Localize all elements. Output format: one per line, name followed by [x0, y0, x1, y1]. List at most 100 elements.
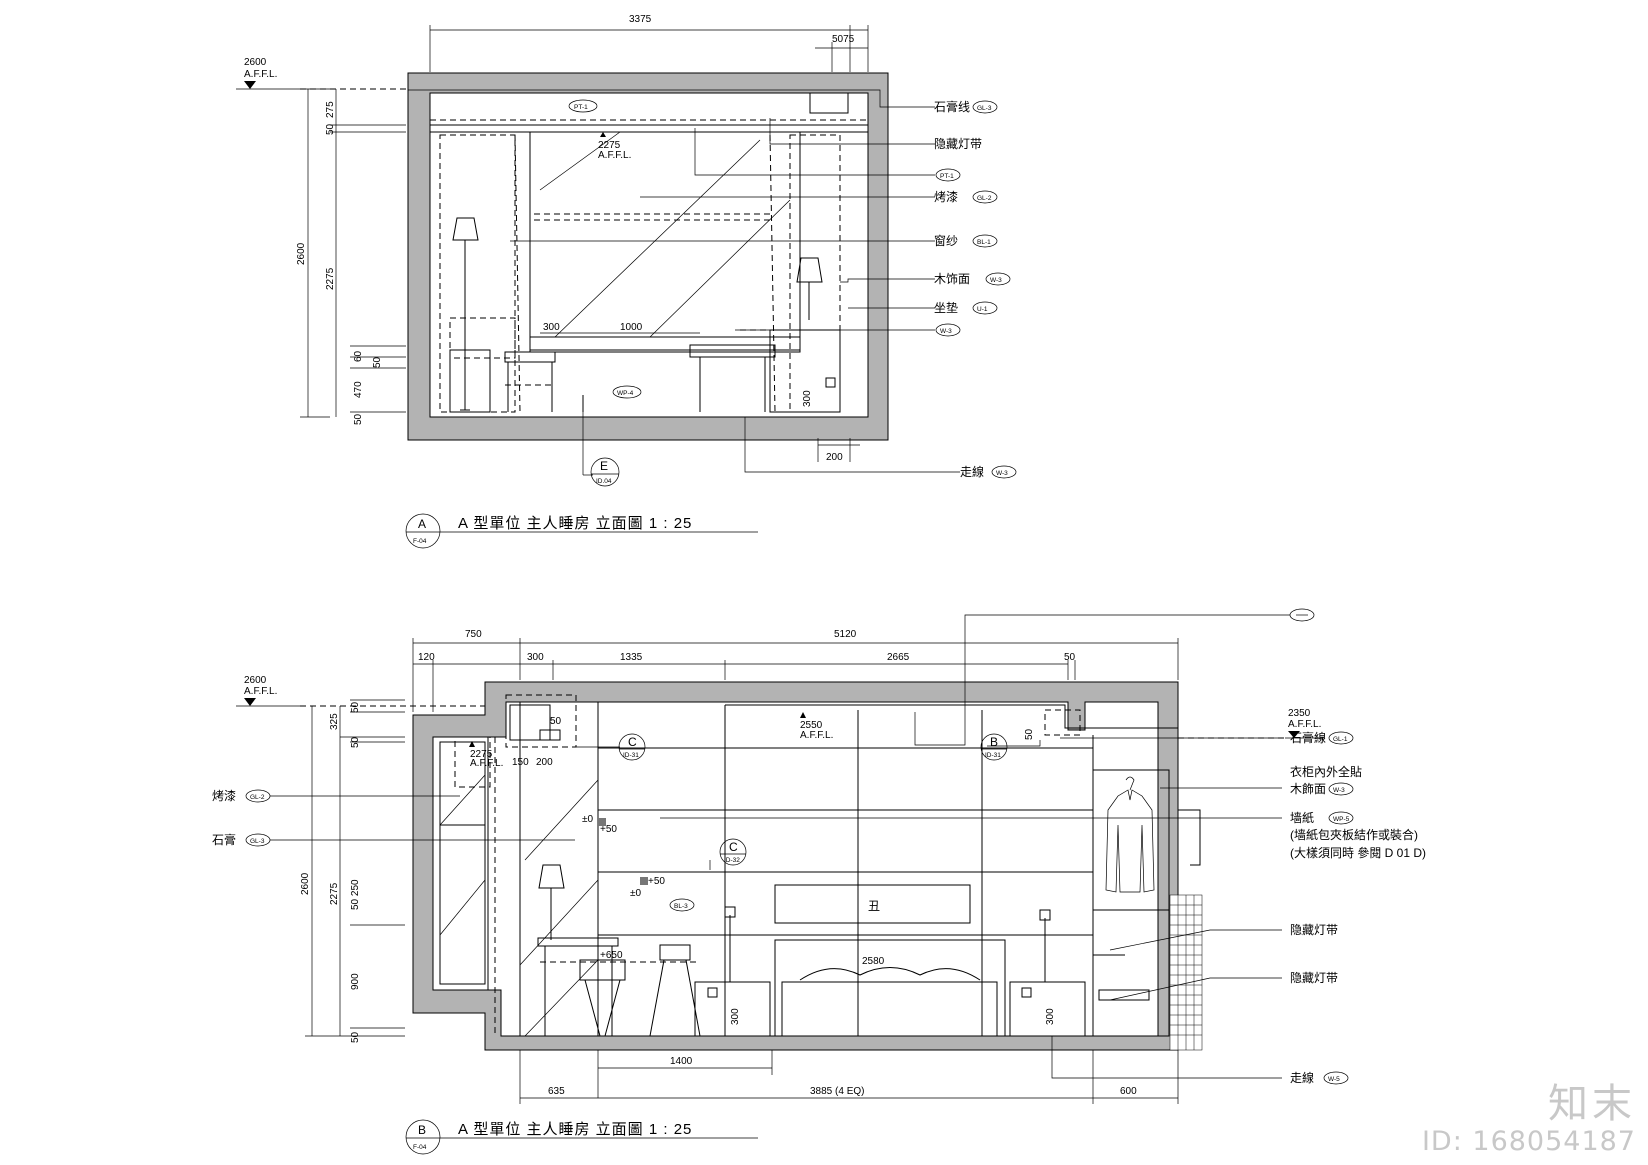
- tile-column: [1169, 894, 1203, 1051]
- callout-wood-veneer: 木饰面 W-3: [934, 272, 1011, 286]
- elevation-b-right-callouts: 石膏線 GL-1 衣柜內外全貼 木飾面 W-3 墙紙 WP-5 (墙紙包夾板結作…: [660, 730, 1426, 1085]
- elevation-b-left-callouts: 烤漆 GL-2 石膏 GL-3: [212, 788, 575, 847]
- svg-text:300: 300: [543, 322, 560, 333]
- wall-panels: [519, 702, 1094, 1037]
- elevation-b: 750 5120 120 300 1335 2665 50 2600 A.F.F…: [212, 608, 1426, 1155]
- svg-text:50: 50: [1024, 728, 1035, 740]
- svg-text:60: 60: [353, 350, 364, 362]
- svg-text:200: 200: [826, 452, 843, 463]
- tag-bl-3: BL-3: [674, 903, 688, 910]
- svg-text:750: 750: [465, 629, 482, 640]
- armchair-left: [449, 317, 556, 413]
- window-level-2275: 2275 A.F.F.L.: [469, 741, 503, 769]
- callout-lacquer: 烤漆 GL-2: [934, 189, 998, 204]
- svg-text:W-3: W-3: [1333, 787, 1345, 794]
- callout-b-wardrobe-finish: 衣柜內外全貼: [1290, 764, 1362, 779]
- ceiling-soffit: [429, 92, 869, 126]
- svg-text:木飾面: 木飾面: [1290, 782, 1326, 796]
- svg-text:石膏线: 石膏线: [934, 99, 970, 114]
- ceiling-level-2550: 2550 A.F.F.L.: [800, 712, 833, 741]
- svg-text:ID-32: ID-32: [724, 857, 740, 864]
- hanging-jacket-icon: [1105, 789, 1155, 893]
- detail-marker-c-id31: C ID-31: [576, 733, 646, 761]
- desk-set: [537, 864, 701, 1037]
- svg-text:GL-2: GL-2: [977, 195, 992, 202]
- svg-text:ID-31: ID-31: [985, 752, 1001, 759]
- svg-text:120: 120: [418, 652, 435, 663]
- nightstand-right: [1009, 909, 1086, 1037]
- svg-text:2350: 2350: [1288, 708, 1311, 719]
- svg-text:2275: 2275: [329, 882, 340, 905]
- headboard-mark: 丑: [868, 899, 880, 913]
- watermark: 知末 ID: 168054187: [1422, 1082, 1636, 1157]
- elevation-a-title: A F-04 A 型單位 主人睡房 立面圖 1 : 25: [405, 513, 758, 549]
- svg-text:GL-3: GL-3: [977, 105, 992, 112]
- callout-sheer-curtain: 窗纱 BL-1: [934, 234, 998, 248]
- detail-marker-c-id32: C ID-32: [709, 838, 747, 870]
- svg-text:GL-1: GL-1: [1333, 736, 1348, 743]
- callout-b-wallpaper: 墙紙 WP-5: [1290, 810, 1354, 825]
- svg-text:A.F.F.L.: A.F.F.L.: [470, 758, 503, 769]
- svg-text:900: 900: [350, 973, 361, 990]
- svg-text:F-04: F-04: [413, 538, 427, 545]
- svg-text:50: 50: [353, 413, 364, 425]
- svg-text:W-3: W-3: [996, 470, 1008, 477]
- svg-text:A.F.F.L.: A.F.F.L.: [598, 150, 631, 161]
- section-marker-e: E ID.04: [582, 412, 620, 487]
- callout-cushion: 坐垫 U-1: [934, 300, 998, 315]
- curtain-right: [789, 134, 841, 413]
- callout-b-gypsum: 石膏 GL-3: [212, 832, 271, 847]
- svg-text:ID-31: ID-31: [623, 752, 639, 759]
- floor-lamp-left: [452, 217, 479, 411]
- svg-text:W-3: W-3: [940, 328, 952, 335]
- svg-text:墙紙: 墙紙: [1290, 810, 1314, 825]
- svg-text:325: 325: [329, 713, 340, 730]
- svg-text:B: B: [990, 735, 998, 749]
- svg-text:300: 300: [802, 390, 813, 407]
- elevation-a-callouts: 石膏线 GL-3 隐藏灯带 PT-1 烤漆 GL-2 窗纱 BL-1 木饰面: [408, 89, 1017, 479]
- svg-text:木饰面: 木饰面: [934, 272, 970, 286]
- svg-text:2600: 2600: [244, 57, 267, 68]
- elevation-b-wall: [412, 681, 1179, 1051]
- svg-text:A: A: [418, 517, 426, 531]
- power-socket: [825, 377, 836, 388]
- svg-text:A 型單位 主人睡房 立面圖 1 : 25: A 型單位 主人睡房 立面圖 1 : 25: [458, 1121, 692, 1138]
- curtain-left: [439, 134, 516, 413]
- callout-b-detail-ref: (大樣須同時 參閱 D 01 D): [1290, 845, 1426, 860]
- callout-gypsum-line: 石膏线 GL-3: [934, 99, 998, 114]
- svg-text:烤漆: 烤漆: [212, 788, 236, 803]
- svg-text:50: 50: [325, 123, 336, 135]
- svg-text:300: 300: [527, 652, 544, 663]
- svg-text:50 250: 50 250: [350, 879, 361, 910]
- svg-text:+50: +50: [648, 876, 665, 887]
- svg-text:W-5: W-5: [1328, 1076, 1340, 1083]
- svg-text:50: 50: [350, 1031, 361, 1043]
- callout-hidden-light: 隐藏灯带: [934, 137, 982, 151]
- svg-text:150: 150: [512, 757, 529, 768]
- callout-b-hidden-light-2: 隐藏灯带: [1290, 971, 1338, 985]
- svg-text:BL-1: BL-1: [977, 239, 991, 246]
- svg-text:50: 50: [1064, 652, 1076, 663]
- elevation-a: 3375 5075 2600 A.F.F.L. 2600 275 50 2275…: [236, 14, 1017, 549]
- callout-b-lacquer: 烤漆 GL-2: [212, 788, 271, 803]
- svg-text:WP-5: WP-5: [1333, 816, 1350, 823]
- svg-text:300: 300: [1045, 1008, 1056, 1025]
- svg-text:E: E: [600, 459, 608, 473]
- svg-text:±0: ±0: [630, 888, 641, 899]
- window-frame: [529, 131, 801, 353]
- svg-text:PT-1: PT-1: [940, 173, 954, 180]
- section-tag-top: [1289, 608, 1315, 622]
- svg-text:烤漆: 烤漆: [934, 189, 958, 204]
- svg-text:50: 50: [350, 701, 361, 713]
- svg-text:石膏: 石膏: [212, 832, 236, 847]
- svg-text:GL-2: GL-2: [250, 794, 265, 801]
- callout-skirting: 走線 W-3: [744, 417, 1017, 479]
- svg-text:1335: 1335: [620, 652, 643, 663]
- callout-b-wallpaper-note: (墙紙包夾板結作或裝合): [1290, 827, 1418, 842]
- svg-text:1400: 1400: [670, 1056, 693, 1067]
- tag-pt-1: PT-1: [574, 104, 588, 111]
- svg-text:2275: 2275: [325, 267, 336, 290]
- svg-text:W-3: W-3: [990, 277, 1002, 284]
- svg-text:坐垫: 坐垫: [934, 300, 958, 315]
